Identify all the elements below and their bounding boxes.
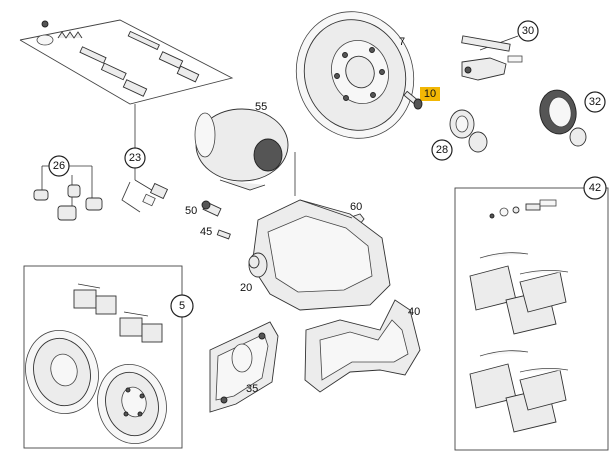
part-45-screw[interactable] (216, 229, 231, 240)
callout-28-text: 28 (436, 144, 448, 156)
part-40-carrier[interactable] (304, 299, 421, 393)
label-10-text: 10 (424, 88, 436, 100)
part-26-bushings[interactable] (33, 165, 103, 221)
label-7: 7 (399, 36, 405, 48)
part-42-hardware[interactable] (489, 199, 557, 219)
pin-kit-parts[interactable] (36, 20, 200, 97)
part-50-bolt[interactable] (201, 200, 222, 217)
callout-42[interactable]: 42 (583, 176, 607, 200)
callout-30[interactable]: 30 (517, 20, 539, 42)
part-55-brake-chamber[interactable] (194, 108, 296, 196)
part-23-adjuster[interactable] (121, 168, 169, 213)
part-5-pads-small[interactable] (73, 283, 163, 343)
label-35: 35 (246, 383, 258, 395)
label-20: 20 (240, 282, 252, 294)
label-60: 60 (350, 201, 362, 213)
part-5-disc-left[interactable] (16, 322, 107, 422)
callout-42-text: 42 (589, 182, 601, 194)
pin-kit-frame (19, 19, 234, 150)
label-10-highlight[interactable]: 10 (420, 87, 440, 101)
callout-23-text: 23 (129, 152, 141, 164)
callout-26-text: 26 (53, 160, 65, 172)
label-50: 50 (185, 205, 197, 217)
callout-32-text: 32 (589, 96, 601, 108)
part-42-pads-upper[interactable] (469, 252, 569, 335)
callout-26[interactable]: 26 (48, 155, 70, 177)
part-32-seal[interactable] (536, 87, 587, 147)
part-10-bolt[interactable] (403, 90, 423, 110)
part-20-caliper[interactable] (248, 199, 391, 311)
callout-5[interactable]: 5 (170, 294, 194, 318)
part-42-pads-lower[interactable] (469, 350, 569, 433)
callout-5-text: 5 (179, 300, 185, 312)
callout-30-text: 30 (522, 25, 534, 37)
part-30-bracket[interactable] (461, 35, 523, 81)
label-40: 40 (408, 306, 420, 318)
callout-23[interactable]: 23 (124, 147, 146, 169)
disc-kit-frame (23, 265, 183, 449)
label-55: 55 (255, 101, 267, 113)
label-45: 45 (200, 226, 212, 238)
part-5-disc-right[interactable] (89, 357, 175, 452)
part-35-bracket[interactable] (209, 321, 279, 413)
pad-kit-frame (454, 187, 609, 451)
callout-28[interactable]: 28 (431, 139, 453, 161)
part-7-brake-disc[interactable] (279, 0, 432, 155)
callout-32[interactable]: 32 (584, 91, 606, 113)
part-28-bearing[interactable] (449, 109, 488, 153)
